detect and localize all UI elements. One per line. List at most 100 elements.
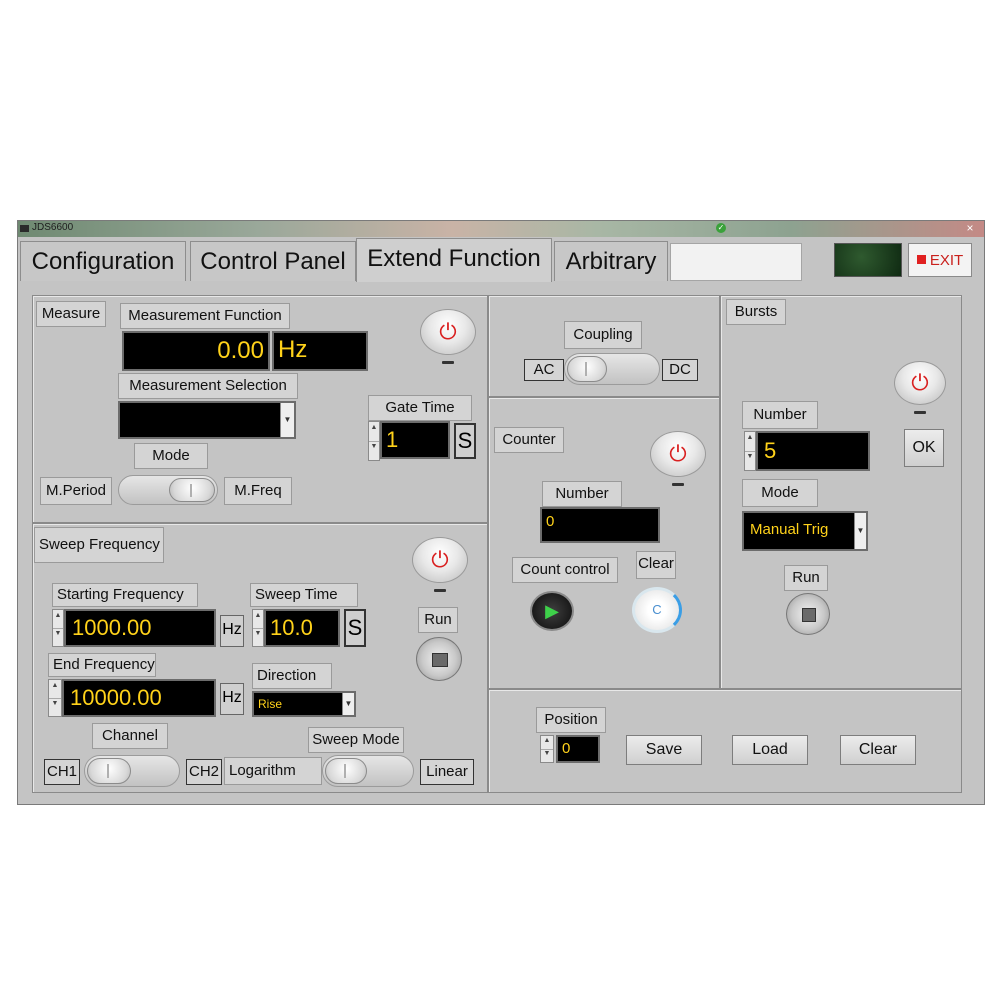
- sweep-run-button[interactable]: [416, 637, 462, 681]
- stop-square-icon: [801, 608, 817, 622]
- sweep-time-spinner[interactable]: ▲ ▼: [252, 609, 264, 647]
- measurement-value-display: 0.00: [122, 331, 270, 371]
- channel-toggle[interactable]: [84, 755, 180, 787]
- count-control-label: Count control: [512, 557, 618, 583]
- gate-time-spinner[interactable]: ▲ ▼: [368, 421, 380, 461]
- counter-power-led: [672, 483, 684, 486]
- app-icon: [20, 225, 29, 232]
- window-close-button[interactable]: ×: [966, 221, 974, 235]
- bursts-ok-button[interactable]: OK: [904, 429, 944, 467]
- spin-up-icon[interactable]: ▲: [49, 680, 61, 699]
- spin-up-icon[interactable]: ▲: [369, 422, 379, 442]
- end-frequency-value[interactable]: 10000.00: [62, 679, 216, 717]
- toggle-knob[interactable]: [169, 478, 215, 502]
- gate-time-unit: S: [454, 423, 476, 459]
- clear-button[interactable]: Clear: [840, 735, 916, 765]
- bursts-run-label: Run: [784, 565, 828, 591]
- status-led-display: [834, 243, 902, 277]
- measurement-selection-select[interactable]: ▼: [118, 401, 296, 439]
- sweep-mode-logarithm[interactable]: Logarithm: [224, 757, 322, 785]
- channel-ch2[interactable]: CH2: [186, 759, 222, 785]
- tab-extend-function[interactable]: Extend Function: [356, 238, 552, 282]
- measure-power-button[interactable]: ⏻: [420, 309, 476, 355]
- spin-down-icon[interactable]: ▼: [51, 700, 59, 707]
- position-value[interactable]: 0: [556, 735, 600, 763]
- counter-section-label: Counter: [494, 427, 564, 453]
- spin-down-icon[interactable]: ▼: [254, 630, 262, 637]
- bursts-section-label: Bursts: [726, 299, 786, 325]
- spin-up-icon[interactable]: ▲: [745, 432, 755, 452]
- sweep-mode-linear[interactable]: Linear: [420, 759, 474, 785]
- status-check-icon: ✓: [716, 223, 726, 233]
- spin-down-icon[interactable]: ▼: [54, 630, 62, 637]
- bursts-power-button[interactable]: ⏻: [894, 361, 946, 405]
- title-bar[interactable]: JDS6600 ✓ ×: [18, 221, 984, 237]
- gate-time-label: Gate Time: [368, 395, 472, 421]
- direction-value: Rise: [258, 697, 283, 711]
- bursts-number-label: Number: [742, 401, 818, 429]
- save-button[interactable]: Save: [626, 735, 702, 765]
- coupling-dc[interactable]: DC: [662, 359, 698, 381]
- chevron-down-icon[interactable]: ▼: [342, 693, 354, 715]
- channel-label: Channel: [92, 723, 168, 749]
- bursts-mode-label: Mode: [742, 479, 818, 507]
- spin-up-icon[interactable]: ▲: [53, 610, 63, 629]
- mode-m-freq[interactable]: M.Freq: [224, 477, 292, 505]
- exit-button[interactable]: EXIT: [908, 243, 972, 277]
- sweep-mode-label: Sweep Mode: [308, 727, 404, 753]
- sweep-run-label: Run: [418, 607, 458, 633]
- toggle-knob[interactable]: [567, 356, 607, 382]
- end-frequency-spinner[interactable]: ▲ ▼: [48, 679, 62, 717]
- bursts-mode-select[interactable]: Manual Trig ▼: [742, 511, 868, 551]
- start-frequency-spinner[interactable]: ▲ ▼: [52, 609, 64, 647]
- spin-up-icon[interactable]: ▲: [541, 736, 553, 750]
- counter-number-value: 0: [540, 507, 660, 543]
- bursts-number-spinner[interactable]: ▲ ▼: [744, 431, 756, 471]
- coupling-panel: [488, 295, 720, 397]
- counter-clear-label: Clear: [636, 551, 676, 579]
- start-frequency-value[interactable]: 1000.00: [64, 609, 216, 647]
- bursts-run-button[interactable]: [786, 593, 830, 635]
- tab-control-panel[interactable]: Control Panel: [190, 241, 356, 281]
- gate-time-value[interactable]: 1: [380, 421, 450, 459]
- mode-m-period[interactable]: M.Period: [40, 477, 112, 505]
- spin-down-icon[interactable]: ▼: [370, 443, 378, 450]
- spin-down-icon[interactable]: ▼: [746, 453, 754, 460]
- starting-frequency-label: Starting Frequency: [52, 583, 198, 607]
- position-spinner[interactable]: ▲ ▼: [540, 735, 554, 763]
- sweep-time-value[interactable]: 10.0: [264, 609, 340, 647]
- sweep-mode-toggle[interactable]: [322, 755, 414, 787]
- sweep-power-button[interactable]: ⏻: [412, 537, 468, 583]
- direction-select[interactable]: Rise ▼: [252, 691, 356, 717]
- tab-configuration[interactable]: Configuration: [20, 241, 186, 281]
- counter-number-label: Number: [542, 481, 622, 507]
- measure-mode-toggle[interactable]: [118, 475, 218, 505]
- measurement-selection-label: Measurement Selection: [118, 373, 298, 399]
- coupling-ac[interactable]: AC: [524, 359, 564, 381]
- measure-section-label: Measure: [36, 301, 106, 327]
- spin-up-icon[interactable]: ▲: [253, 610, 263, 629]
- tab-arbitrary[interactable]: Arbitrary: [554, 241, 668, 281]
- chevron-down-icon[interactable]: ▼: [854, 513, 866, 549]
- coupling-toggle[interactable]: [564, 353, 660, 385]
- bursts-number-value[interactable]: 5: [756, 431, 870, 471]
- toggle-knob[interactable]: [325, 758, 367, 784]
- counter-power-button[interactable]: ⏻: [650, 431, 706, 477]
- channel-ch1[interactable]: CH1: [44, 759, 80, 785]
- direction-label: Direction: [252, 663, 332, 689]
- sweep-panel: [32, 523, 488, 793]
- toggle-knob[interactable]: [87, 758, 131, 784]
- sweep-section-label: Sweep Frequency: [34, 527, 164, 563]
- sweep-power-led: [434, 589, 446, 592]
- count-play-button[interactable]: ▶: [530, 591, 574, 631]
- bursts-panel: [720, 295, 962, 689]
- spin-down-icon[interactable]: ▼: [543, 750, 551, 757]
- counter-clear-button[interactable]: C: [632, 587, 682, 633]
- position-panel: [488, 689, 962, 793]
- load-button[interactable]: Load: [732, 735, 808, 765]
- bursts-power-led: [914, 411, 926, 414]
- start-frequency-unit: Hz: [220, 615, 244, 647]
- measurement-unit-display: Hz: [272, 331, 368, 371]
- chevron-down-icon[interactable]: ▼: [280, 403, 294, 437]
- coupling-label: Coupling: [564, 321, 642, 349]
